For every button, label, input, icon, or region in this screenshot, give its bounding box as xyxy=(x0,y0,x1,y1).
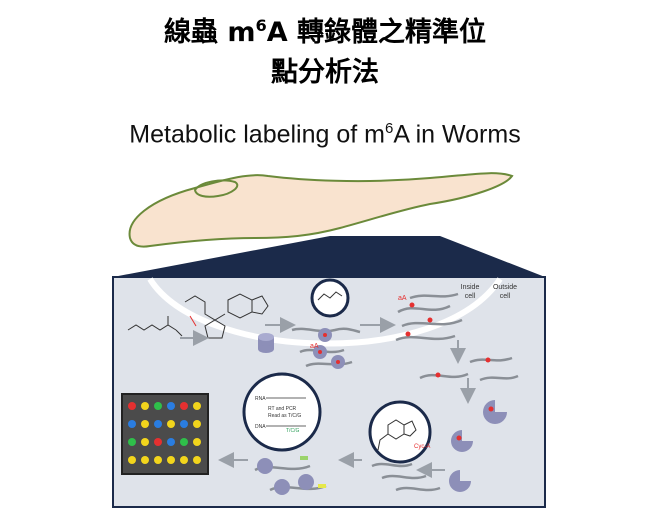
sequencing-dot xyxy=(141,438,149,446)
title-line-1-text: 線蟲 m xyxy=(163,17,256,48)
cell-membrane-arc xyxy=(147,277,503,347)
pacman-mark-2 xyxy=(456,435,462,441)
m6a-marks-right xyxy=(435,357,491,378)
m6a-mark-label-1-a: A xyxy=(402,295,407,302)
subtitle: Metabolic labeling of m6A in Worms xyxy=(0,120,650,149)
enzyme-blobs-middle xyxy=(313,328,345,369)
cyc-a-label: Cyc-A xyxy=(414,444,430,450)
title-line-1: 線蟲 m6A 轉錄體之精準位 xyxy=(0,10,650,49)
sequencing-inset-circle xyxy=(242,372,322,452)
zoom-wedge xyxy=(113,236,545,277)
sequencing-dot xyxy=(128,402,136,410)
inside-cell-label-2: cell xyxy=(465,293,476,300)
cyc-a-circle xyxy=(368,400,432,464)
sequencing-dot xyxy=(167,438,175,446)
sequencing-dot xyxy=(128,438,136,446)
sequencing-dot xyxy=(154,402,162,410)
sam-analog-structure xyxy=(184,293,269,339)
sequencing-dot xyxy=(193,402,201,410)
sequencing-dot xyxy=(180,456,188,464)
title-line-2: 點分析法 xyxy=(271,57,379,88)
sequencing-dot xyxy=(154,420,162,428)
m6a-mark-label-2-a: A xyxy=(314,343,319,350)
inset-dna-label: DNA xyxy=(255,424,266,430)
sequencing-dot xyxy=(154,456,162,464)
labeled-rna-strands xyxy=(395,292,463,342)
m6a-mark-label-2-sup: a xyxy=(310,343,314,350)
sequencing-dot xyxy=(193,420,201,428)
outside-cell-label-1: Outside xyxy=(493,284,517,291)
outside-cell-label-2: cell xyxy=(500,293,511,300)
magnified-molecule xyxy=(317,291,343,301)
allyl-methionine-structure xyxy=(127,316,183,337)
sequencing-dot xyxy=(141,420,149,428)
sequencing-dot xyxy=(193,456,201,464)
sequencing-dot xyxy=(180,420,188,428)
m6a-marks-top xyxy=(405,302,433,337)
sequencing-dot xyxy=(193,438,201,446)
worm-head-loop xyxy=(193,179,239,198)
inset-step-1: RT and PCR xyxy=(268,406,297,412)
m6a-mark-label-2: aA xyxy=(310,343,319,350)
pacman-proteins xyxy=(449,400,507,492)
sequencing-dots xyxy=(128,402,201,464)
title-line-1-sup: 6 xyxy=(255,16,267,35)
cyc-a-structure xyxy=(377,419,417,451)
pacman-mark-1 xyxy=(488,406,494,412)
inside-cell-label-1: Inside xyxy=(461,284,480,291)
sequencing-dot xyxy=(167,402,175,410)
sequencing-dot xyxy=(128,420,136,428)
m6a-mark-label-1: aA xyxy=(398,295,407,302)
methyltransferase-enzyme xyxy=(258,333,274,353)
sequencing-dot xyxy=(180,402,188,410)
sequencing-dot xyxy=(128,456,136,464)
worm-illustration xyxy=(128,172,514,248)
worm-body xyxy=(128,172,514,248)
sequencing-dot xyxy=(180,438,188,446)
sequencing-enzymes xyxy=(254,456,327,495)
subtitle-sup: 6 xyxy=(385,120,394,137)
sequencing-dot xyxy=(167,420,175,428)
subtitle-text-end: A in Worms xyxy=(393,120,521,149)
m6a-mark-label-1-sup: a xyxy=(398,295,402,302)
sequencing-dot xyxy=(141,456,149,464)
sequencing-dot xyxy=(167,456,175,464)
inset-substitution: T/C/G xyxy=(286,428,299,434)
inset-rna-label: RNA xyxy=(255,396,266,402)
title-line-1-text-end: A 轉錄體之精準位 xyxy=(266,17,487,48)
subtitle-text: Metabolic labeling of m xyxy=(129,120,385,149)
inset-step-2: Read as T/C/G xyxy=(268,413,301,419)
sequencing-dot xyxy=(141,402,149,410)
sequencing-dot xyxy=(154,438,162,446)
